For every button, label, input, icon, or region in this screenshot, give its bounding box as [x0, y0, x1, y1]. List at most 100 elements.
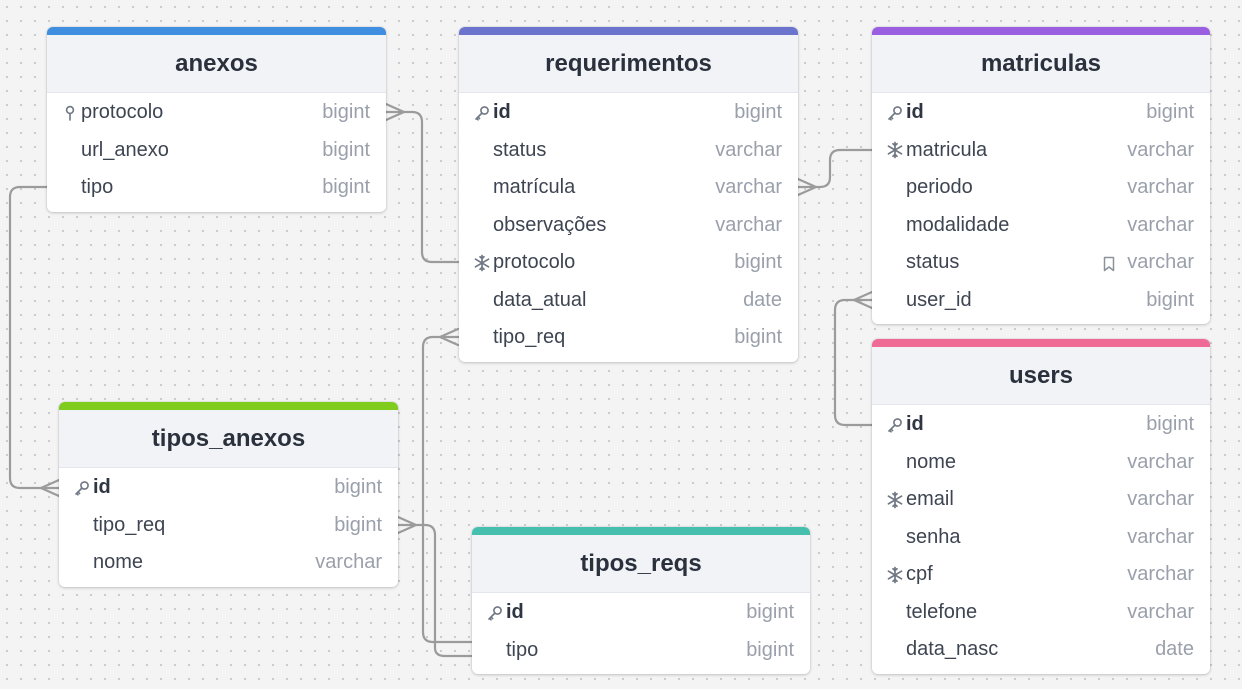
crowfoot-anexos-protocolo — [384, 102, 406, 122]
unique-snowflake-icon — [884, 139, 906, 161]
column-name: id — [906, 101, 924, 124]
column-type: varchar — [1127, 525, 1194, 548]
column-type: bigint — [746, 638, 794, 661]
column-name: tipo_req — [493, 326, 566, 349]
unique-snowflake-icon — [884, 564, 906, 586]
column-name: id — [93, 476, 111, 499]
column-name: senha — [906, 525, 961, 548]
column-name: observações — [493, 213, 607, 236]
column-row-observações[interactable]: observações varchar — [459, 207, 798, 245]
column-name: telefone — [906, 600, 978, 623]
edge-requerimentos-matriculas — [796, 148, 874, 189]
column-name: url_anexo — [81, 138, 169, 161]
column-row-email[interactable]: email varchar — [872, 481, 1210, 519]
column-name: cpf — [906, 563, 933, 586]
crowfoot-tipos_anexos-id — [39, 478, 61, 498]
column-type: bigint — [1146, 288, 1194, 311]
column-type: varchar — [1127, 600, 1194, 623]
column-row-telefone[interactable]: telefone varchar — [872, 594, 1210, 632]
edge-anexos-requerimentos — [384, 110, 460, 264]
edge-anexos-tipos_anexos — [8, 185, 61, 490]
column-type: varchar — [715, 213, 782, 236]
column-name: nome — [906, 450, 957, 473]
table-title: matriculas — [872, 35, 1210, 93]
column-name: status — [493, 138, 547, 161]
column-row-nome[interactable]: nome varchar — [59, 544, 398, 582]
column-type: bigint — [322, 101, 370, 124]
column-name: protocolo — [493, 251, 576, 274]
column-name: status — [906, 251, 960, 274]
column-type: bigint — [734, 326, 782, 349]
column-type: bigint — [334, 513, 382, 536]
column-name: nome — [93, 551, 144, 574]
column-row-protocolo[interactable]: protocolo bigint — [47, 94, 386, 132]
column-name: periodo — [906, 176, 973, 199]
table-color-bar — [59, 402, 398, 410]
edge-requerimentos-tipos_reqs — [421, 335, 473, 644]
column-name: matricula — [906, 138, 988, 161]
primary-key-icon — [484, 602, 506, 624]
column-name: matrícula — [493, 176, 576, 199]
column-type: bigint — [322, 138, 370, 161]
table-title: users — [872, 347, 1210, 405]
crowfoot-matriculas-user_id — [852, 290, 874, 310]
column-name: tipo — [81, 176, 114, 199]
column-row-url_anexo[interactable]: url_anexo bigint — [47, 132, 386, 170]
crowfoot-tipos_anexos-tipo_req — [396, 515, 418, 535]
edge-matriculas-users — [833, 298, 874, 427]
column-row-matrícula[interactable]: matrícula varchar — [459, 169, 798, 207]
column-row-nome[interactable]: nome varchar — [872, 444, 1210, 482]
primary-key-icon — [884, 102, 906, 124]
column-row-data_nasc[interactable]: data_nasc date — [872, 631, 1210, 669]
table-title: tipos_anexos — [59, 410, 398, 468]
column-type: bigint — [1146, 413, 1194, 436]
column-row-tipo_req[interactable]: tipo_req bigint — [459, 319, 798, 357]
column-type: varchar — [315, 551, 382, 574]
column-type: varchar — [715, 176, 782, 199]
bookmark-icon — [1102, 255, 1116, 271]
column-name: id — [506, 601, 524, 624]
column-type: date — [743, 288, 782, 311]
column-type: date — [1155, 638, 1194, 661]
column-name: data_nasc — [906, 638, 999, 661]
column-type: varchar — [1127, 488, 1194, 511]
table-color-bar — [47, 27, 386, 35]
unique-snowflake-icon — [884, 489, 906, 511]
column-name: protocolo — [81, 101, 164, 124]
column-row-senha[interactable]: senha varchar — [872, 519, 1210, 557]
key-outline-icon — [59, 102, 81, 124]
edge-tipos_anexos-tipos_reqs — [396, 523, 473, 658]
column-row-id[interactable]: id bigint — [872, 94, 1210, 132]
column-type: varchar — [1127, 450, 1194, 473]
column-name: email — [906, 488, 954, 511]
primary-key-icon — [884, 414, 906, 436]
column-name: modalidade — [906, 213, 1010, 236]
column-type: bigint — [1146, 101, 1194, 124]
